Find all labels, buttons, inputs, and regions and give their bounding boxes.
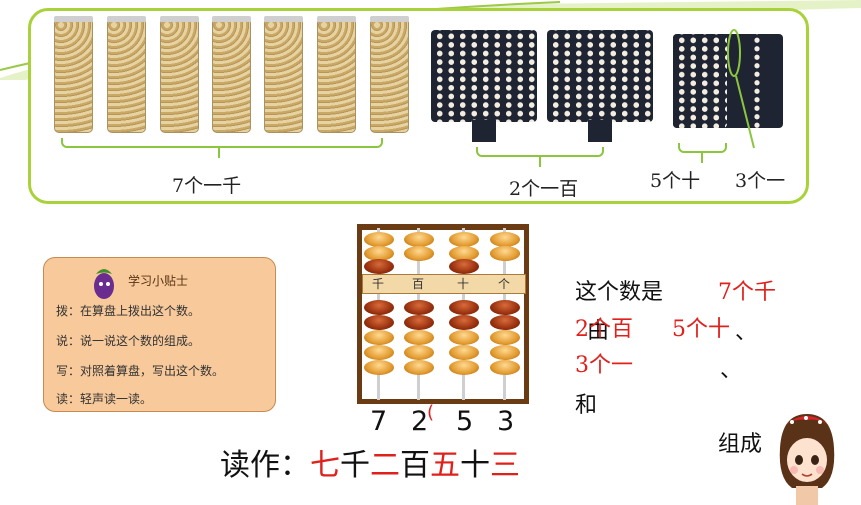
tip-line: 拨：在算盘上拨出这个数。 [56,302,200,319]
abacus-bead[interactable] [449,360,479,375]
abacus-bead[interactable] [449,232,479,247]
reading-char: 五 [430,448,460,483]
abacus-bead[interactable] [364,300,394,315]
reading-line: 读作：七千二百五十三 [220,440,520,484]
board-handle [472,120,496,142]
composition-tens: 5个十 [672,311,730,343]
abacus-bead[interactable] [404,330,434,345]
abacus-bead[interactable] [404,345,434,360]
soybean-jar [264,18,303,133]
abacus-bead[interactable] [449,330,479,345]
soybean-jar [317,18,356,133]
hundred-bean-board [547,30,653,122]
place-label-tens: 十 [457,275,469,292]
abacus-bead[interactable] [364,232,394,247]
abacus-bead[interactable] [364,330,394,345]
board-handle [588,120,612,142]
abacus-bead[interactable] [449,300,479,315]
digit-mark: ( [427,402,434,423]
abacus-bead[interactable] [364,315,394,330]
composition-ones: 3个一 [575,347,633,379]
composition-tail: 组成 [718,426,762,458]
reading-prefix: 读作： [220,448,310,483]
composition-thousands: 7个千 [718,274,776,306]
abacus-bead[interactable] [364,360,394,375]
abacus-bead[interactable] [490,360,520,375]
reading-parts: 七千二百五十三 [310,448,520,483]
abacus-bead[interactable] [490,300,520,315]
abacus-bead[interactable] [404,232,434,247]
brace-tick [701,153,703,163]
soybean-jar [370,18,409,133]
abacus-right-bar [524,224,529,404]
comma: 、 [735,314,757,346]
abacus-bead[interactable] [490,232,520,247]
abacus-bead[interactable] [449,315,479,330]
soybean-jar [54,18,93,133]
digit-hundreds: 2 [411,406,428,437]
place-label-ones: 个 [498,275,510,292]
reading-char: 七 [310,448,340,483]
tip-line: 读：轻声读一读。 [56,390,152,407]
abacus-bead[interactable] [449,345,479,360]
girl-mascot-icon [772,408,842,505]
place-label-thousands: 千 [372,275,384,292]
abacus-bead[interactable] [404,315,434,330]
reading-char: 三 [490,448,520,483]
abacus-bead[interactable] [364,259,394,274]
thousands-brace [61,138,383,148]
composition-lead: 这个数是 [575,274,663,306]
thousands-label: 7个一千 [172,171,241,198]
abacus-bead[interactable] [404,300,434,315]
abacus-left-bar [357,224,362,404]
soybean-jar [107,18,146,133]
hundreds-brace [476,147,604,157]
brace-tick [539,157,541,167]
ones-label: 3个一 [735,166,785,193]
ones-highlight-ellipse [724,28,764,158]
soybean-jar [160,18,199,133]
comma: 、 [720,352,742,384]
reading-char: 二 [370,448,400,483]
composition-hundreds: 2个百 [575,311,633,343]
abacus-bead[interactable] [490,246,520,261]
brace-tick [218,148,220,158]
hundreds-label: 2个一百 [509,174,578,201]
soybean-jar [212,18,251,133]
tens-label: 5个十 [650,166,700,193]
abacus-bead[interactable] [404,246,434,261]
eggplant-mascot-icon [88,262,122,302]
abacus-bead[interactable] [490,315,520,330]
tens-brace [678,143,727,153]
abacus-bead[interactable] [490,345,520,360]
abacus-bead[interactable] [364,345,394,360]
digit-ones: 3 [497,406,514,437]
reading-char: 千 [340,448,370,483]
abacus-bead[interactable] [449,259,479,274]
digit-tens: 5 [456,406,473,437]
tip-line: 说：说一说这个数的组成。 [56,332,200,349]
abacus-bead[interactable] [404,360,434,375]
tip-line: 写：对照着算盘，写出这个数。 [56,362,224,379]
composition-and: 和 [575,387,597,419]
reading-char: 十 [460,448,490,483]
tip-title: 学习小贴士 [128,272,188,289]
digit-thousands: 7 [370,406,387,437]
abacus-bead[interactable] [490,330,520,345]
place-label-hundreds: 百 [412,275,424,292]
reading-char: 百 [400,448,430,483]
hundred-bean-board [431,30,537,122]
tens-columns [673,34,727,128]
